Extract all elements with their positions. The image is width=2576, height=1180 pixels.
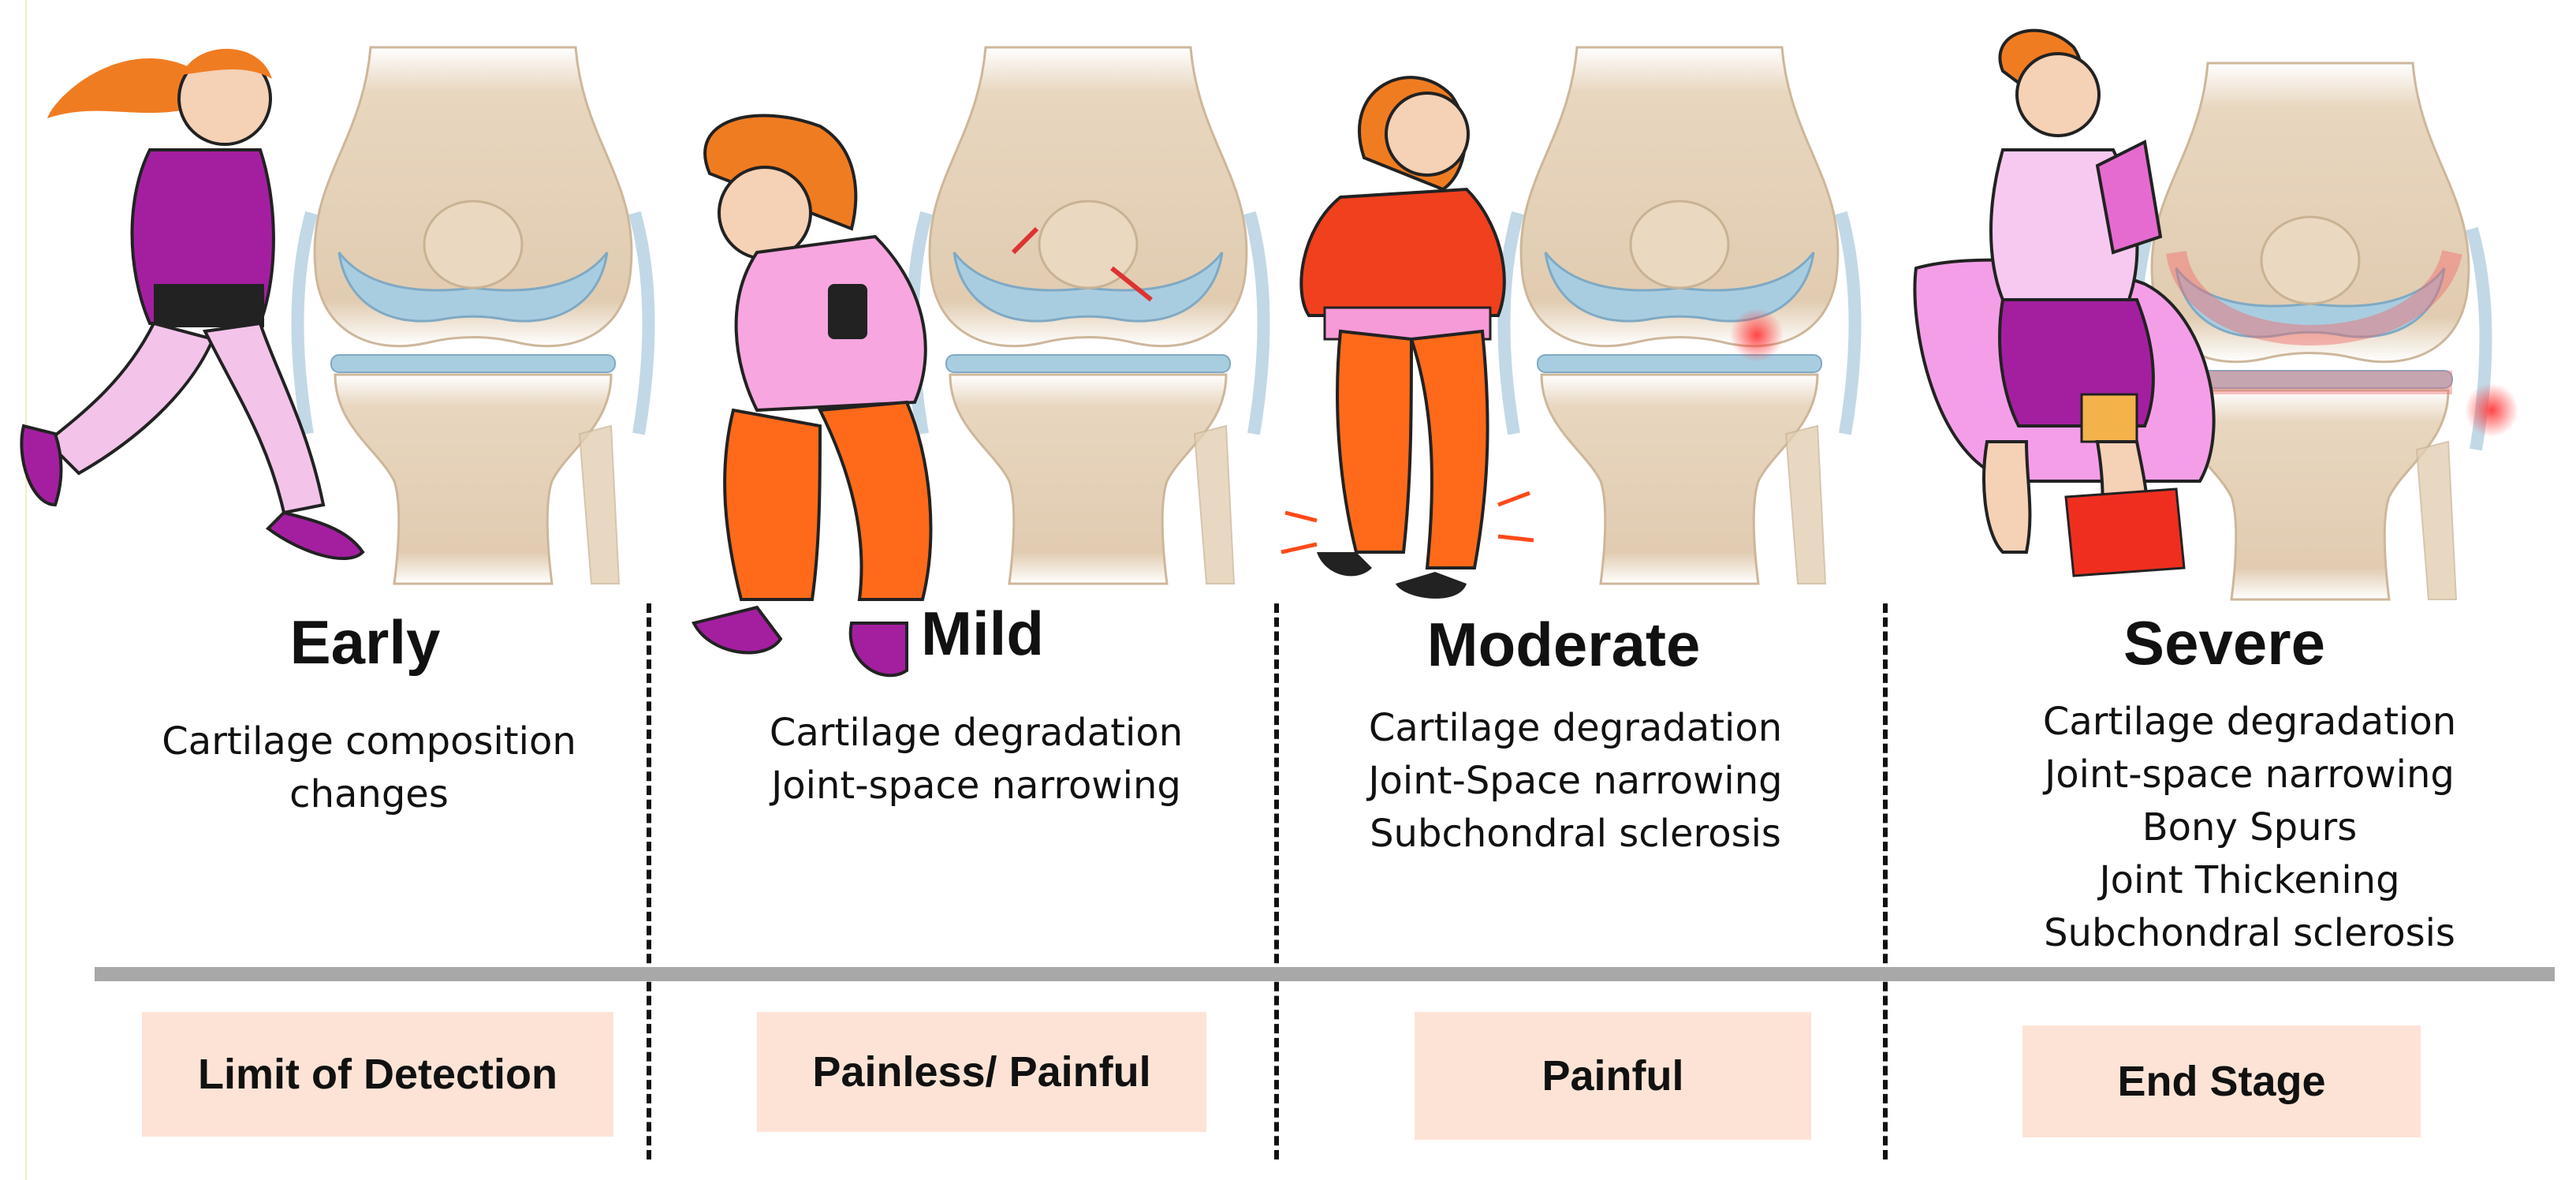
seated-woman-icon <box>1913 28 2216 577</box>
description-line: Joint-Space narrowing <box>1368 759 1783 803</box>
knee-joint-icon <box>298 47 649 584</box>
progression-timeline <box>95 967 2555 981</box>
jogging-woman-icon <box>20 48 365 560</box>
description-line: Subchondral sclerosis <box>1370 812 1781 856</box>
limping-woman-icon <box>1281 76 1534 599</box>
description-line: changes <box>289 772 449 816</box>
stage-badge-severe: End Stage <box>2022 1025 2421 1137</box>
description-line: Cartilage composition <box>162 719 576 764</box>
description-line: Cartilage degradation <box>769 711 1184 755</box>
description-line: Subchondral sclerosis <box>2044 911 2455 955</box>
knee-joint-icon <box>1504 47 1855 584</box>
stage-title-severe: Severe <box>2123 608 2325 678</box>
stage-divider <box>647 603 651 1159</box>
description-line: Bony Spurs <box>2142 805 2358 850</box>
knee-joint-icon <box>2135 63 2486 599</box>
description-line: Cartilage degradation <box>2042 700 2457 744</box>
description-line: Joint-space narrowing <box>2045 752 2455 797</box>
stage-description-severe: Cartilage degradation Joint-space narrow… <box>1950 696 2549 960</box>
stage-title-moderate: Moderate <box>1426 610 1701 679</box>
bent-over-woman-icon <box>692 114 933 678</box>
description-line: Cartilage degradation <box>1368 706 1783 750</box>
stage-badge-early: Limit of Detection <box>142 1012 613 1137</box>
knee-joint-icon <box>913 47 1264 584</box>
pain-spot-icon <box>1730 308 1784 362</box>
description-line: Joint Thickening <box>2099 858 2400 902</box>
stage-description-mild: Cartilage degradation Joint-space narrow… <box>677 707 1276 812</box>
stage-divider <box>1274 603 1279 1159</box>
stage-title-early: Early <box>289 607 441 677</box>
description-line: Joint-space narrowing <box>771 764 1181 808</box>
stage-description-moderate: Cartilage degradation Joint-Space narrow… <box>1276 702 1875 861</box>
stage-title-mild: Mild <box>921 599 1044 668</box>
stage-badge-mild: Painless/ Painful <box>757 1012 1206 1132</box>
page-left-edge <box>25 0 27 1180</box>
stage-badge-moderate: Painful <box>1415 1012 1811 1140</box>
pain-spot-icon <box>2465 383 2518 437</box>
stage-divider <box>1883 603 1888 1159</box>
cartilage-crack-icon <box>1011 226 1153 302</box>
stage-description-early: Cartilage composition changes <box>69 715 669 821</box>
